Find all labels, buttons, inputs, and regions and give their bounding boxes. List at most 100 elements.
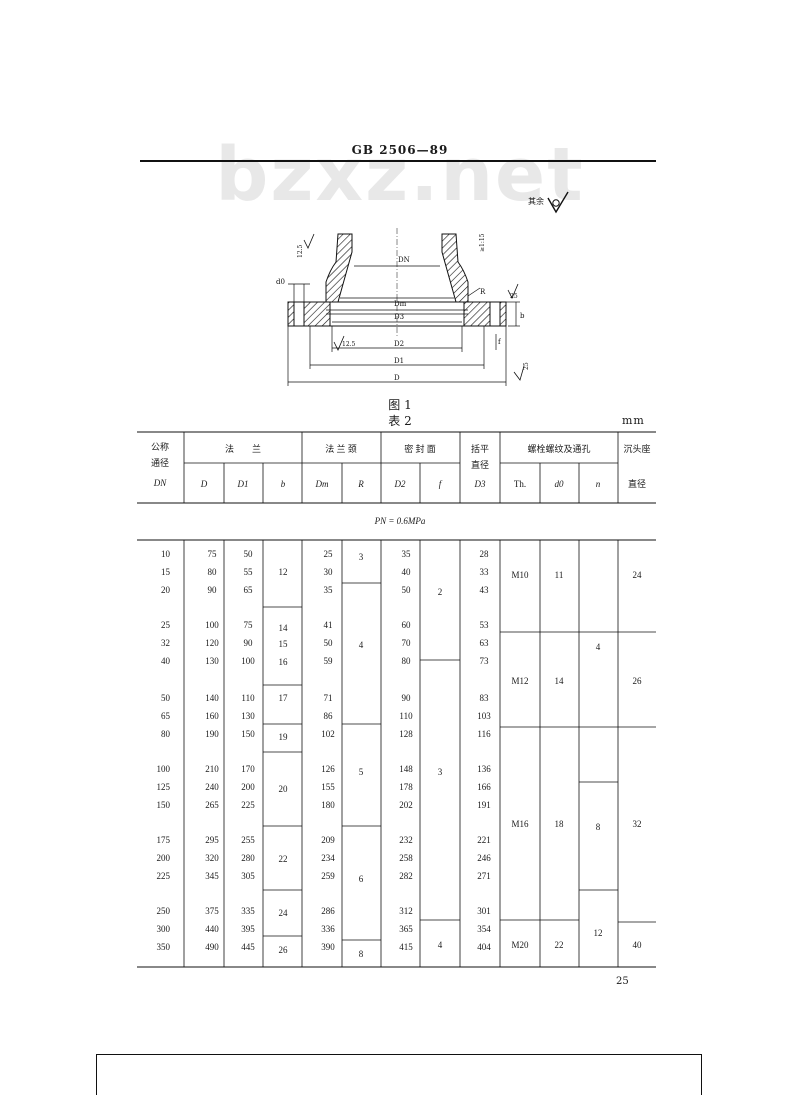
cell-d1: 110 (241, 693, 255, 703)
cell-b-merged: 16 (279, 657, 289, 667)
cell-d3: 354 (477, 924, 491, 934)
cell-d3: 301 (477, 906, 491, 916)
cell-d1: 90 (244, 638, 254, 648)
cell-d2: 312 (399, 906, 413, 916)
cell-dm: 155 (321, 782, 335, 792)
cell-f-merged: 3 (438, 767, 443, 777)
cell-dm: 25 (324, 549, 334, 559)
cell-dn: 100 (157, 764, 171, 774)
cell-d1: 50 (244, 549, 254, 559)
cell-dm: 180 (321, 800, 335, 810)
cell-dn: 175 (157, 835, 171, 845)
hdr-flange: 法 兰 (225, 443, 261, 454)
cell-d2: 258 (399, 853, 413, 863)
cell-dn: 80 (161, 729, 171, 739)
header-verticals (183, 432, 619, 503)
merge-separators (263, 582, 656, 941)
cell-d2: 60 (402, 620, 412, 630)
cell-d1: 65 (244, 585, 254, 595)
cell-dn: 300 (157, 924, 171, 934)
surface-note: 其余 (528, 197, 544, 206)
cell-th-merged: M12 (511, 676, 528, 686)
cell-dm: 71 (324, 693, 333, 703)
roughness-marks-icon (303, 233, 525, 381)
unit-label: mm (622, 414, 645, 427)
cell-d: 160 (205, 711, 219, 721)
cell-d3: 166 (477, 782, 491, 792)
hdr-cbore-2: 直径 (628, 478, 646, 489)
cell-d2: 365 (399, 924, 413, 934)
cell-f-merged: 4 (438, 940, 443, 950)
cell-dm: 209 (321, 835, 335, 845)
cell-d1: 255 (241, 835, 255, 845)
cell-d2: 40 (402, 567, 412, 577)
cell-b-merged: 20 (279, 784, 289, 794)
cell-d3: 246 (477, 853, 491, 863)
cell-d3: 73 (480, 656, 490, 666)
cell-d1: 75 (244, 620, 254, 630)
cell-dm: 234 (321, 853, 335, 863)
cell-d3: 221 (477, 835, 491, 845)
cell-f-merged: 2 (438, 587, 443, 597)
cell-n-merged: 8 (596, 822, 601, 832)
cell-dm: 41 (324, 620, 333, 630)
cell-d1: 150 (241, 729, 255, 739)
hdr-n: n (596, 479, 601, 489)
label-dn: DN (398, 256, 410, 264)
pressure-row: PN = 0.6MPa (374, 516, 426, 526)
cell-d0-merged: 22 (555, 940, 564, 950)
cell-cb-merged: 32 (633, 819, 642, 829)
label-d: D (394, 374, 400, 382)
label-roughness-bottom: 25 (523, 362, 530, 370)
cell-d: 320 (205, 853, 219, 863)
cell-d3: 63 (480, 638, 490, 648)
cell-d3: 53 (480, 620, 490, 630)
table-caption: 表 2 (388, 414, 412, 428)
cell-th-merged: M10 (511, 570, 529, 580)
cell-b-merged: 14 (279, 623, 289, 633)
page-number: 25 (616, 976, 629, 987)
cell-cb-merged: 26 (633, 676, 643, 686)
hdr-d0: d0 (555, 479, 565, 489)
bolt-holes (293, 301, 501, 327)
hdr-D3: D3 (474, 479, 486, 489)
hdr-D2: D2 (394, 479, 406, 489)
hdr-spot-2: 直径 (471, 459, 489, 470)
cell-d: 130 (205, 656, 219, 666)
label-d2: D2 (394, 340, 404, 348)
cell-dm: 50 (324, 638, 334, 648)
cell-dn: 50 (161, 693, 171, 703)
table-body: 1015202532405065801001251501752002252503… (157, 549, 643, 959)
cell-d1: 100 (241, 656, 255, 666)
hdr-f: f (439, 479, 443, 489)
cell-d3: 116 (477, 729, 491, 739)
cell-dm: 30 (324, 567, 334, 577)
cell-d2: 128 (399, 729, 413, 739)
drawing-labels: DN Dm D3 D2 D1 D R b f d0 12.5 25 12.5 ≥… (276, 233, 530, 382)
flange-drawing: DN Dm D3 D2 D1 D R b f d0 12.5 25 12.5 ≥… (276, 228, 530, 386)
cell-dn: 200 (157, 853, 171, 863)
hdr-th: Th. (514, 479, 526, 489)
body-verticals (183, 540, 619, 967)
label-d0: d0 (276, 278, 285, 286)
cell-d: 80 (208, 567, 218, 577)
cell-d1: 445 (241, 942, 255, 952)
header-rule (140, 160, 656, 162)
cell-dm: 59 (324, 656, 334, 666)
cell-d: 100 (205, 620, 219, 630)
cell-d: 490 (205, 942, 219, 952)
cell-d: 440 (205, 924, 219, 934)
label-d3: D3 (394, 313, 404, 321)
label-d1: D1 (394, 357, 404, 365)
cell-d: 90 (208, 585, 218, 595)
cell-dn: 250 (157, 906, 171, 916)
cell-b-merged: 24 (279, 908, 289, 918)
cell-d1: 170 (241, 764, 255, 774)
cell-d3: 271 (477, 871, 491, 881)
cell-dn: 25 (161, 620, 171, 630)
cell-d2: 80 (402, 656, 412, 666)
cell-dn: 40 (161, 656, 171, 666)
cell-d: 375 (205, 906, 219, 916)
table-header: 公称 通径 DN 法 兰 法 兰 颈 密 封 面 括平 直径 螺栓螺纹及通孔 沉… (151, 441, 651, 526)
cell-dn: 15 (161, 567, 171, 577)
